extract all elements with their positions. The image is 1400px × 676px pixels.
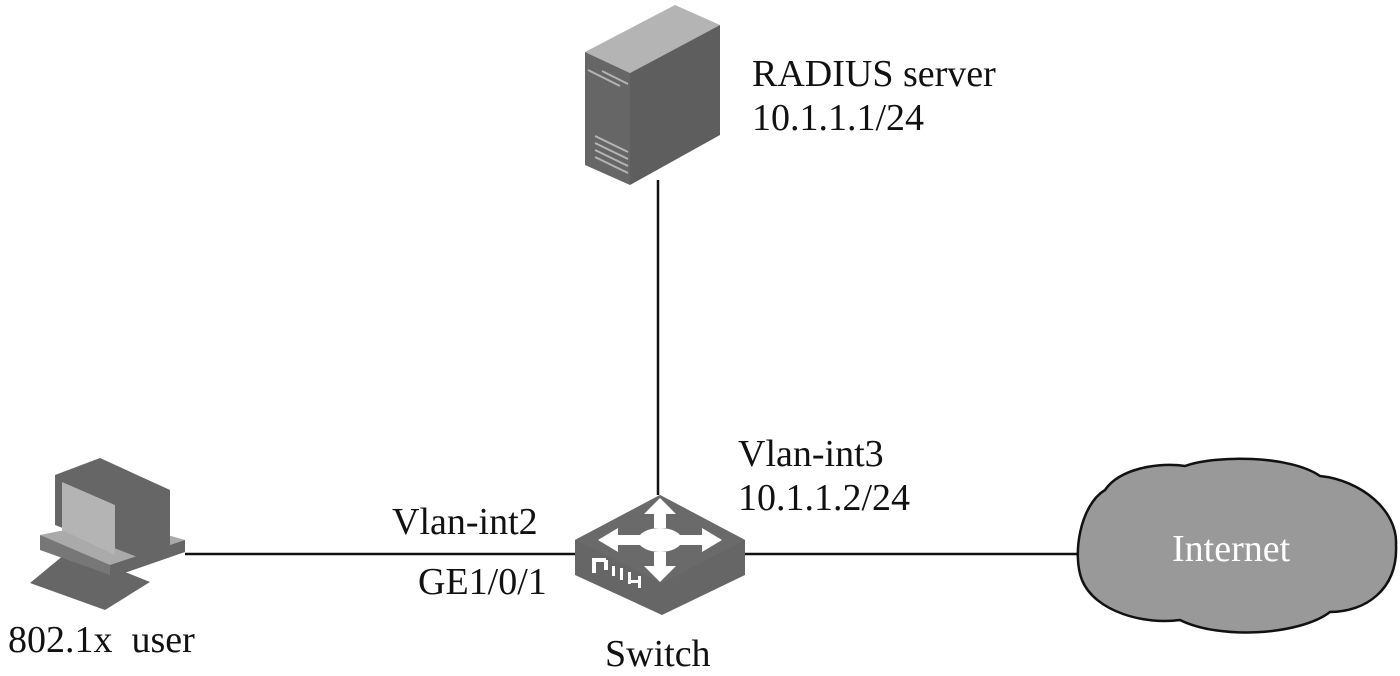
internet-label: Internet: [1172, 528, 1291, 570]
cloud-icon[interactable]: [1076, 457, 1398, 634]
user-port-label: GE1/0/1: [418, 561, 547, 603]
user-label: 802.1x user: [8, 619, 195, 661]
computer-icon[interactable]: [30, 458, 185, 610]
uplink-ip-label: 10.1.1.2/24: [738, 477, 911, 519]
server-icon[interactable]: [585, 5, 720, 185]
radius-server-ip: 10.1.1.1/24: [752, 97, 925, 139]
uplink-vlan-label: Vlan-int3: [738, 433, 884, 475]
radius-server-name: RADIUS server: [752, 53, 996, 95]
switch-label: Switch: [605, 633, 711, 675]
switch-icon[interactable]: [575, 495, 745, 615]
user-vlan-label: Vlan-int2: [392, 501, 538, 543]
